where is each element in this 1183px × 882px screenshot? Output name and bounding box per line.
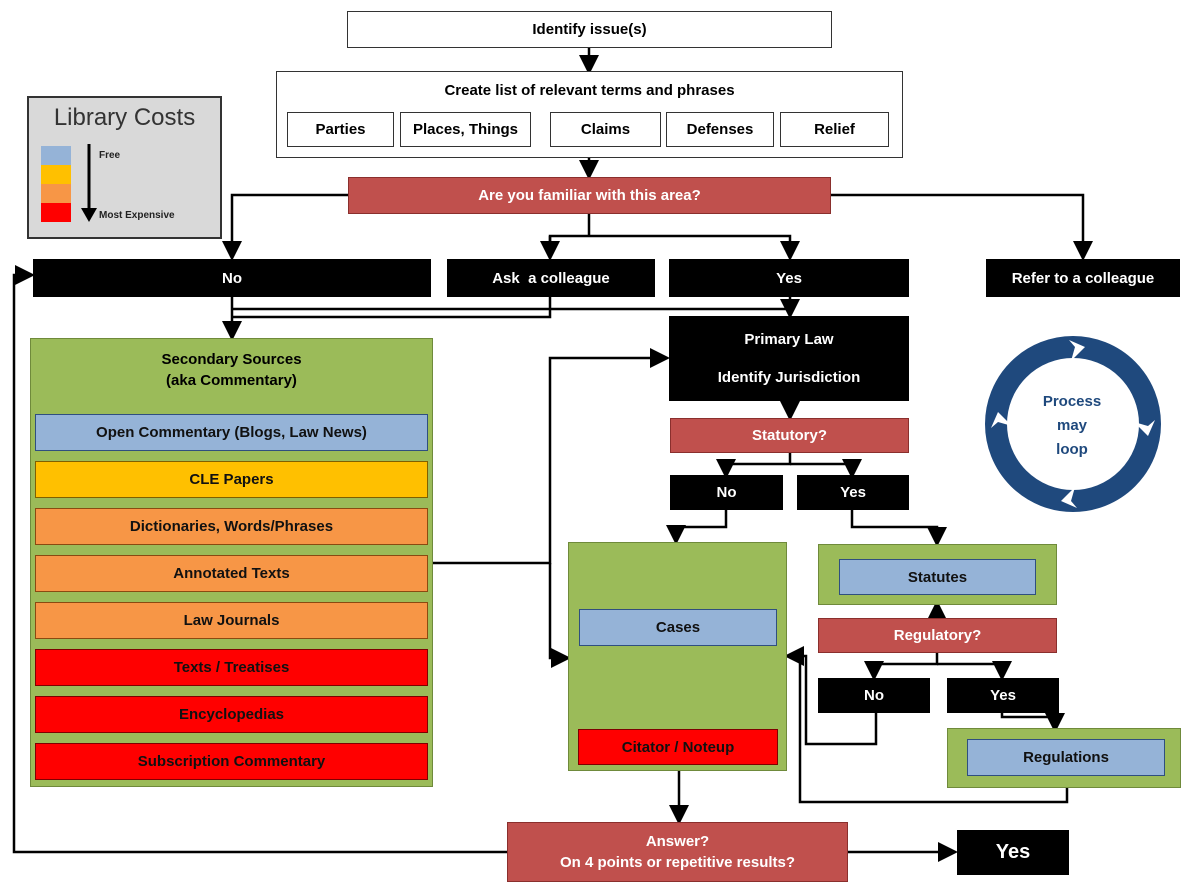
legend-title: Library Costs bbox=[53, 104, 196, 131]
secondary-texts-treatises: Texts / Treatises bbox=[35, 649, 428, 686]
legend-swatch-high bbox=[41, 203, 71, 222]
process-loop-cycle-icon bbox=[985, 336, 1161, 512]
citator-box: Citator / Noteup bbox=[578, 729, 778, 765]
final-yes-box: Yes bbox=[957, 830, 1069, 875]
create-list-label: Create list of relevant terms and phrase… bbox=[444, 82, 735, 99]
identify-jurisdiction-label: Identify Jurisdiction bbox=[717, 368, 861, 386]
refer-colleague-label: Refer to a colleague bbox=[1011, 269, 1155, 287]
familiar-question: Are you familiar with this area? bbox=[348, 177, 831, 214]
secondary-annotated-texts: Annotated Texts bbox=[35, 555, 428, 592]
regulatory-no-label: No bbox=[864, 687, 884, 704]
secondary-item-label: Annotated Texts bbox=[173, 565, 290, 582]
identify-issues-box: Identify issue(s) bbox=[347, 11, 832, 48]
term-places-things: Places, Things bbox=[400, 112, 531, 147]
statutes-label: Statutes bbox=[907, 568, 968, 586]
term-parties: Parties bbox=[287, 112, 394, 147]
primary-law-label: Primary Law bbox=[744, 330, 834, 348]
statutes-box: Statutes bbox=[839, 559, 1036, 595]
library-costs-legend: Library Costs Free Most Expensive bbox=[27, 96, 222, 239]
no-box: No bbox=[33, 259, 431, 297]
term-relief: Relief bbox=[780, 112, 889, 147]
statutory-no-box: No bbox=[670, 475, 783, 510]
no-label: No bbox=[222, 269, 242, 287]
term-defenses-label: Defenses bbox=[686, 121, 754, 138]
statutory-question-label: Statutory? bbox=[752, 427, 827, 444]
statutory-yes-box: Yes bbox=[797, 475, 909, 510]
cases-box: Cases bbox=[579, 609, 777, 646]
yes-label: Yes bbox=[776, 269, 802, 287]
secondary-item-label: Subscription Commentary bbox=[137, 753, 326, 770]
secondary-item-label: Encyclopedias bbox=[178, 706, 285, 723]
secondary-item-label: Dictionaries, Words/Phrases bbox=[129, 518, 334, 535]
legend-swatch-free bbox=[41, 146, 71, 165]
process-loop-line1: Process bbox=[1042, 393, 1102, 410]
secondary-item-label: Texts / Treatises bbox=[173, 659, 290, 676]
process-loop-line2: may bbox=[1056, 417, 1088, 434]
secondary-dictionaries: Dictionaries, Words/Phrases bbox=[35, 508, 428, 545]
legend-swatch-low bbox=[41, 165, 71, 184]
cost-arrow-icon bbox=[81, 144, 97, 222]
statutory-question: Statutory? bbox=[670, 418, 909, 453]
term-places-label: Places, Things bbox=[412, 121, 519, 138]
term-relief-label: Relief bbox=[814, 121, 855, 138]
secondary-law-journals: Law Journals bbox=[35, 602, 428, 639]
secondary-open-commentary: Open Commentary (Blogs, Law News) bbox=[35, 414, 428, 451]
regulations-label: Regulations bbox=[1023, 749, 1109, 766]
secondary-title-line2: (aka Commentary) bbox=[166, 372, 297, 389]
regulatory-yes-box: Yes bbox=[947, 678, 1059, 713]
refer-colleague-box: Refer to a colleague bbox=[986, 259, 1180, 297]
statutory-yes-label: Yes bbox=[840, 484, 866, 501]
identify-issues-label: Identify issue(s) bbox=[532, 21, 647, 38]
secondary-cle-papers: CLE Papers bbox=[35, 461, 428, 498]
term-claims-label: Claims bbox=[580, 121, 631, 138]
answer-line1: Answer? bbox=[645, 833, 710, 850]
legend-free-label: Free bbox=[99, 150, 121, 161]
familiar-question-label: Are you familiar with this area? bbox=[478, 187, 701, 204]
regulatory-question: Regulatory? bbox=[818, 618, 1057, 653]
final-yes-label: Yes bbox=[995, 841, 1031, 863]
term-claims: Claims bbox=[550, 112, 661, 147]
citator-label: Citator / Noteup bbox=[621, 738, 735, 756]
secondary-item-label: Law Journals bbox=[183, 612, 280, 629]
ask-colleague-label: Ask a colleague bbox=[492, 269, 610, 287]
statutory-no-label: No bbox=[716, 484, 737, 501]
secondary-title-line1: Secondary Sources bbox=[161, 351, 302, 368]
regulatory-no-box: No bbox=[818, 678, 930, 713]
ask-colleague-box: Ask a colleague bbox=[447, 259, 655, 297]
regulatory-yes-label: Yes bbox=[990, 687, 1016, 704]
term-parties-label: Parties bbox=[315, 121, 366, 138]
secondary-item-label: CLE Papers bbox=[189, 471, 274, 488]
legend-swatch-mid bbox=[41, 184, 71, 203]
primary-law-box: Primary Law Identify Jurisdiction bbox=[669, 316, 909, 401]
legend-expensive-label: Most Expensive bbox=[99, 210, 175, 221]
cases-label: Cases bbox=[655, 619, 701, 636]
secondary-item-label: Open Commentary (Blogs, Law News) bbox=[96, 424, 367, 441]
process-loop-line3: loop bbox=[1056, 441, 1088, 458]
yes-box: Yes bbox=[669, 259, 909, 297]
secondary-subscription-commentary: Subscription Commentary bbox=[35, 743, 428, 780]
term-defenses: Defenses bbox=[666, 112, 774, 147]
process-loop-label: Process may loop bbox=[1032, 390, 1112, 462]
regulatory-question-label: Regulatory? bbox=[893, 627, 982, 644]
answer-question: Answer? On 4 points or repetitive result… bbox=[507, 822, 848, 882]
secondary-sources-title: Secondary Sources (aka Commentary) bbox=[161, 349, 301, 391]
secondary-encyclopedias: Encyclopedias bbox=[35, 696, 428, 733]
answer-line2: On 4 points or repetitive results? bbox=[559, 854, 796, 871]
regulations-box: Regulations bbox=[967, 739, 1165, 776]
